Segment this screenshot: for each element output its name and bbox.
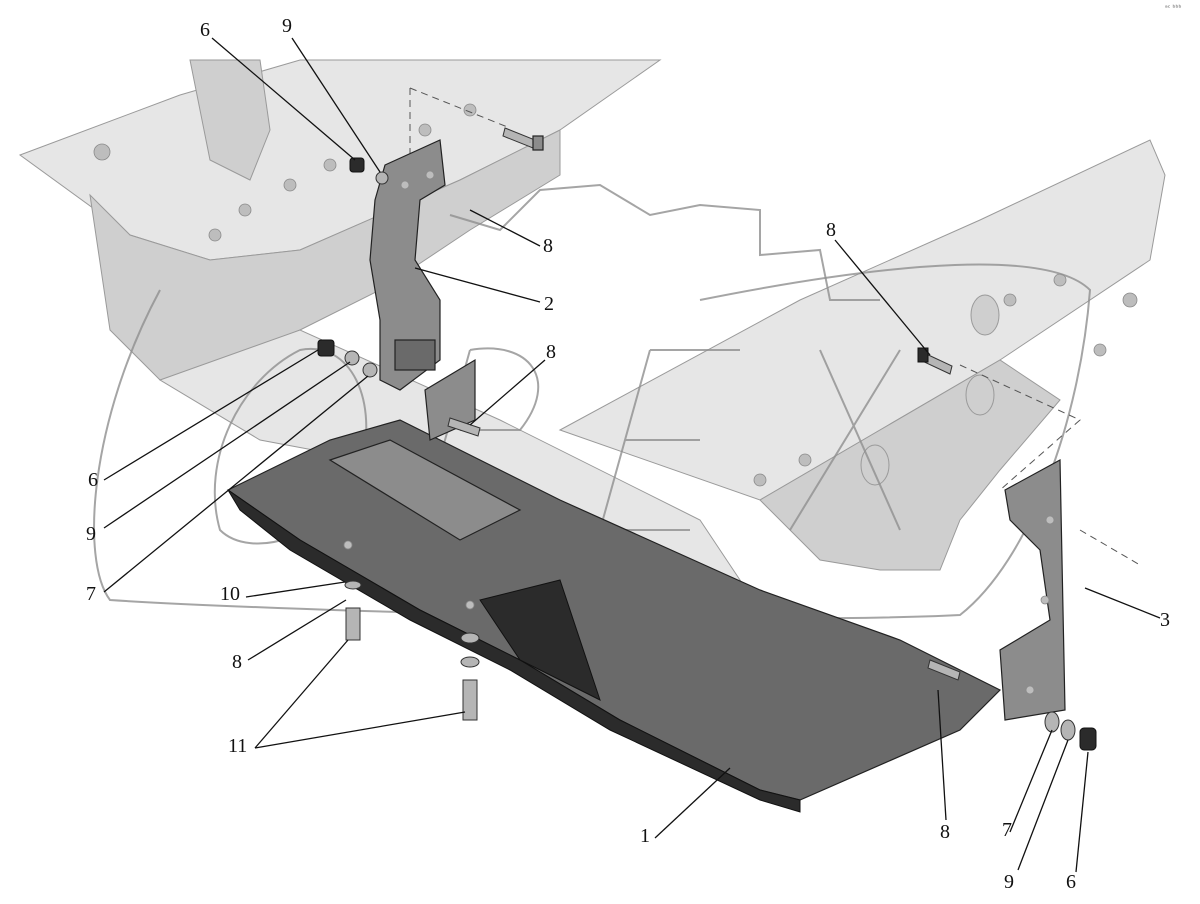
leader-8-right	[834, 239, 931, 356]
leader-11-a	[254, 639, 349, 749]
tray-front-edge	[227, 489, 801, 813]
callout-3: 3	[1160, 609, 1170, 631]
washer-10	[344, 580, 362, 590]
alignment-lines	[409, 87, 1141, 566]
alignment-line	[959, 364, 1081, 491]
frame-hole	[1003, 293, 1017, 307]
tray-inner-panel	[328, 439, 522, 541]
frame-bushing	[970, 294, 1000, 336]
part-2-bracket	[369, 139, 446, 391]
part-1-tray	[226, 419, 1002, 813]
washer-9	[1060, 719, 1076, 741]
frame-bushing	[860, 444, 890, 486]
callout-8-low: 8	[232, 651, 242, 673]
frame-hole	[798, 453, 812, 467]
washer-7	[362, 362, 378, 378]
leader-8-bottom	[937, 689, 947, 821]
corner-mark: ᵃᶜ ᵇᵇᵇ	[1165, 4, 1182, 12]
callout-8-right: 8	[826, 219, 836, 241]
callout-8-mid: 8	[546, 341, 556, 363]
nut-6	[317, 339, 335, 357]
leader-3	[1084, 587, 1161, 619]
callout-1: 1	[640, 825, 650, 847]
watermark-frame-outline	[93, 263, 1092, 620]
callout-8-bottom: 8	[940, 821, 950, 843]
leader-9-left	[103, 361, 351, 529]
washer-9	[344, 350, 360, 366]
callout-7-left: 7	[86, 583, 96, 605]
bracket-3-body	[999, 459, 1066, 721]
leader-10	[245, 581, 346, 598]
tray-hole	[343, 540, 353, 550]
leader-9-bottom	[1017, 739, 1069, 871]
frame-hole	[1093, 343, 1107, 357]
frame-hole	[323, 158, 337, 172]
watermark-gear-outline	[449, 183, 880, 301]
callout-8-top: 8	[543, 235, 553, 257]
bracket-2-hole	[400, 180, 410, 190]
leader-8-top	[469, 209, 541, 247]
leader-6-bottom	[1075, 751, 1089, 873]
callout-6-bottom: 6	[1066, 871, 1076, 893]
nut-6	[1079, 727, 1097, 751]
frame-hole	[463, 103, 477, 117]
bracket-3-hole	[1025, 685, 1035, 695]
bracket-3-hole	[1045, 515, 1055, 525]
leader-6-left	[103, 349, 319, 481]
bolt-11	[462, 679, 478, 721]
bracket-3-hole	[1040, 595, 1050, 605]
leader-8-mid	[469, 359, 546, 426]
bolt-8-head	[532, 135, 544, 151]
frame-hole	[283, 178, 297, 192]
bolt-8	[345, 607, 361, 641]
washer-9	[375, 171, 389, 185]
leader-8-low	[247, 599, 347, 661]
bracket-2-body	[369, 139, 446, 391]
frame-bracket-block	[189, 59, 271, 181]
leader-2	[414, 267, 541, 303]
washer-7	[1044, 711, 1060, 733]
nut-6	[349, 157, 365, 173]
leader-6-top	[211, 37, 356, 161]
alignment-line	[1079, 529, 1141, 566]
callout-7-bottom: 7	[1002, 819, 1012, 841]
callout-9-left: 9	[86, 523, 96, 545]
bolt-8-head	[917, 347, 929, 363]
leader-7-bottom	[1009, 729, 1053, 833]
frame-bushing	[965, 374, 995, 416]
watermark-letter-x	[789, 349, 901, 531]
leader-11-b	[254, 711, 466, 749]
callout-2: 2	[544, 293, 554, 315]
callout-labels: 6 9 8 2 8 8 6 9 7 10 8 11 3 1 8 7 9 6	[86, 15, 1170, 893]
tray-hole	[465, 600, 475, 610]
frame-hole	[418, 123, 432, 137]
tray-gusset	[479, 579, 601, 701]
leader-7-left	[103, 375, 369, 593]
washer	[460, 656, 480, 668]
leader-1	[654, 767, 731, 839]
callout-11: 11	[228, 735, 247, 757]
callout-6-top: 6	[200, 19, 210, 41]
alignment-line	[409, 87, 511, 129]
frame-hole	[1122, 292, 1138, 308]
callout-6-left: 6	[88, 469, 98, 491]
callout-9-bottom: 9	[1004, 871, 1014, 893]
leader-lines	[103, 37, 1161, 873]
frame-hole	[753, 473, 767, 487]
bracket-2-hole	[425, 170, 435, 180]
part-3-bracket	[999, 459, 1066, 721]
washer	[460, 632, 480, 644]
callout-9-top: 9	[282, 15, 292, 37]
frame-hole	[208, 228, 222, 242]
leader-9-top	[291, 37, 381, 173]
bolt-8	[927, 659, 961, 681]
frame-hole	[238, 203, 252, 217]
frame-hole	[93, 143, 111, 161]
callout-10: 10	[220, 583, 240, 605]
bracket-2-foot	[394, 339, 436, 371]
